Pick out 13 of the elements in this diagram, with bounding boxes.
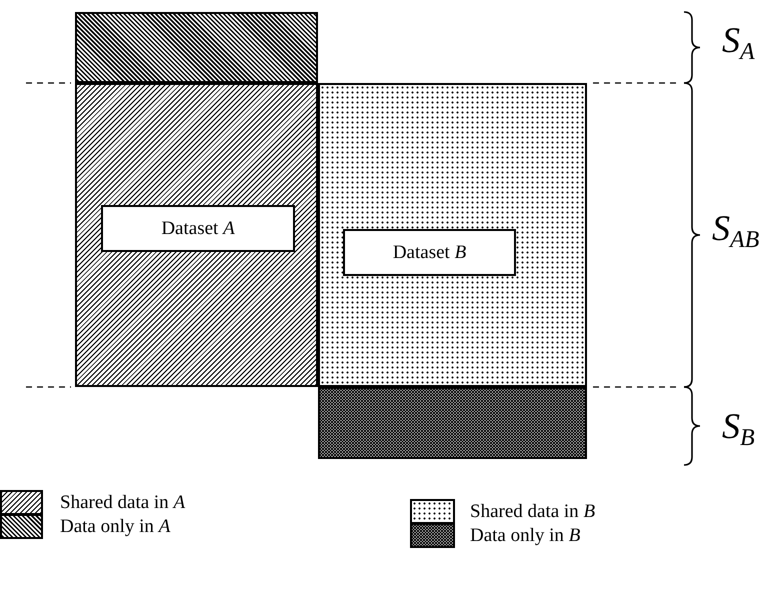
dataset-label: Dataset A: [101, 205, 295, 252]
patterned-block: [75, 83, 318, 387]
set-size-label: S$_{B}$: [722, 408, 755, 450]
legend-text: Shared data in A: [60, 491, 186, 515]
legend-text: Data only in A: [60, 515, 170, 539]
set-size-label: S$_{AB}$: [712, 210, 760, 252]
legend-text: Data only in B: [470, 524, 580, 548]
patterned-block: [318, 387, 587, 459]
patterned-block: [75, 12, 318, 83]
set-size-label: S$_{A}$: [722, 22, 755, 64]
legend-text: Shared data in B: [470, 500, 596, 524]
patterned-block: [318, 83, 587, 387]
dataset-label: Dataset B: [343, 229, 516, 276]
